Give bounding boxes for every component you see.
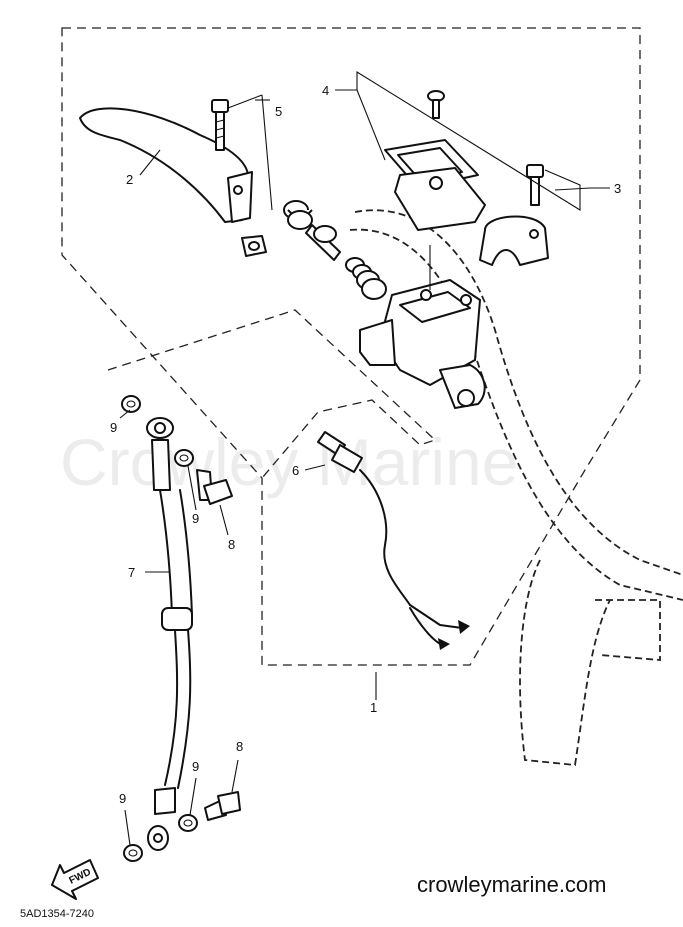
union-bolt-upper	[196, 469, 233, 505]
brake-lever	[79, 107, 253, 223]
fwd-arrow-icon: FWD	[51, 859, 99, 900]
reservoir-cap	[384, 139, 486, 231]
callout-9-b: 9	[192, 511, 199, 526]
site-credit: crowleymarine.com	[417, 872, 607, 897]
lever-bolt	[211, 99, 229, 151]
brake-hose	[146, 417, 193, 851]
callout-9-a: 9	[110, 420, 117, 435]
callout-8-upper: 8	[228, 537, 235, 552]
handlebar-holder	[479, 164, 549, 266]
callout-1: 1	[370, 700, 377, 715]
lever-nut	[241, 235, 267, 257]
copper-washers	[121, 395, 198, 862]
brake-switch	[317, 431, 470, 650]
sub-assembly-boundary	[107, 309, 437, 479]
master-cylinder-body	[359, 279, 486, 409]
union-bolt-lower	[204, 791, 241, 821]
callout-4: 4	[322, 83, 329, 98]
drawing-code: 5AD1354-7240	[20, 908, 94, 920]
callout-9-d: 9	[119, 791, 126, 806]
watermark-text: Crowley Marine	[60, 425, 518, 499]
piston-kit	[283, 200, 387, 300]
callout-3: 3	[614, 181, 621, 196]
callout-7: 7	[128, 565, 135, 580]
callout-5: 5	[275, 104, 282, 119]
assembly-boundary	[61, 27, 641, 666]
cap-screw	[427, 90, 445, 119]
callout-6: 6	[292, 463, 299, 478]
handlebar-ghost	[349, 209, 683, 766]
callout-8-lower: 8	[236, 739, 243, 754]
callout-2: 2	[126, 172, 133, 187]
callout-9-c: 9	[192, 759, 199, 774]
leader-lines	[119, 71, 610, 846]
